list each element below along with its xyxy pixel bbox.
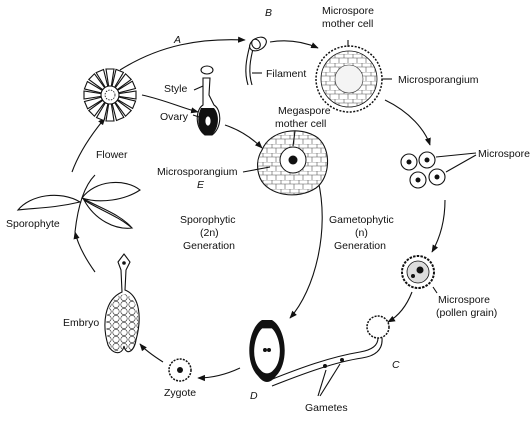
- ovule-drawing: [249, 320, 284, 382]
- arrow-pollen-to-tube: [388, 292, 412, 322]
- label-sporophytic-1: Sporophytic: [180, 214, 235, 226]
- microsporangium-drawing: [316, 40, 392, 112]
- letter-a: A: [173, 34, 181, 46]
- megaspore-tissue-drawing: [258, 131, 328, 195]
- flower-drawing: [84, 69, 136, 121]
- zygote-drawing: [169, 359, 191, 381]
- arrow-sporophyte-to-flower: [72, 118, 105, 172]
- arrow-zygote-to-embryo: [140, 344, 163, 362]
- arrow-sporangium-to-microspores: [385, 100, 430, 145]
- arrow-megaspore-to-ovule: [290, 180, 322, 318]
- arrow-embryo-to-sporophyte: [75, 232, 95, 272]
- label-microspore-mother-cell-1: Microspore: [322, 5, 374, 17]
- label-flower: Flower: [96, 149, 128, 161]
- label-zygote: Zygote: [164, 387, 196, 399]
- arrow-ovule-to-zygote: [198, 368, 240, 378]
- label-megaspore-mother-cell-1: Megaspore: [278, 105, 331, 117]
- label-pollen-1: Microspore: [438, 294, 490, 306]
- label-gametophytic-3: Generation: [334, 240, 386, 252]
- microspores-drawing: [401, 152, 476, 188]
- label-gametophytic-1: Gametophytic: [329, 214, 394, 226]
- embryo-drawing: [105, 254, 139, 353]
- label-megaspore-mother-cell-2: mother cell: [275, 118, 326, 130]
- arrow-ovary-to-megaspore: [225, 125, 262, 148]
- flower-petals: [84, 69, 136, 121]
- label-sporophyte: Sporophyte: [6, 218, 60, 230]
- letter-b: B: [265, 7, 272, 19]
- label-gametophytic-2: (n): [355, 227, 368, 239]
- arrow-flower-to-pistil: [142, 95, 198, 112]
- letter-c: C: [392, 359, 400, 371]
- label-sporophytic-3: Generation: [183, 240, 235, 252]
- label-filament: Filament: [266, 68, 306, 80]
- label-microspore-mother-cell-2: mother cell: [322, 18, 373, 30]
- arrow-flower-to-stamen: [120, 40, 245, 70]
- label-microspore: Microspore: [478, 148, 530, 160]
- label-pollen-2: (pollen grain): [436, 307, 497, 319]
- pistil-drawing: [193, 66, 220, 135]
- arrow-microspores-to-pollen: [432, 200, 445, 252]
- label-microsporangium-top: Microsporangium: [398, 74, 479, 86]
- label-sporophytic-2: (2n): [200, 227, 219, 239]
- arrow-stamen-to-sporangium: [270, 41, 318, 48]
- label-ovary: Ovary: [160, 111, 189, 123]
- label-style: Style: [164, 83, 188, 95]
- label-embryo: Embryo: [63, 317, 99, 329]
- pollen-grain-drawing: [402, 256, 437, 293]
- letter-d: D: [250, 390, 258, 402]
- letter-e: E: [197, 179, 205, 191]
- pollen-tube-drawing: [270, 316, 389, 396]
- label-gametes: Gametes: [305, 402, 348, 414]
- label-microsporangium-left: Microsporangium: [157, 166, 238, 178]
